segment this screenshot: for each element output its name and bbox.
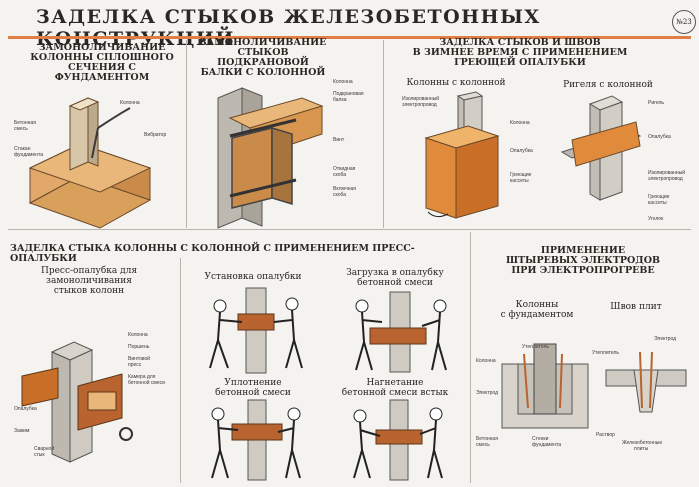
compact-concrete-scene <box>211 399 301 481</box>
heated-formwork-girder-illustration <box>560 95 642 201</box>
label: Изолированный <box>402 96 440 102</box>
label: Опалубка <box>510 148 533 154</box>
label: Колонна <box>476 358 496 364</box>
label: Зажим <box>14 428 30 434</box>
label: Колонна <box>510 120 530 126</box>
label: скоба <box>333 192 347 198</box>
label: Камера для <box>128 374 156 380</box>
label: Греющие <box>510 172 532 178</box>
label: Включная <box>333 186 356 192</box>
label: скоба <box>333 172 347 178</box>
label: Уголок <box>648 216 664 222</box>
label: Ригель <box>648 100 664 106</box>
label: Сварной <box>34 446 55 452</box>
title-underline <box>8 36 691 39</box>
label: бетонной смеси <box>128 380 165 386</box>
label: Подкрановая <box>333 91 364 97</box>
label: Железобетонные <box>622 440 663 446</box>
label: смесь <box>476 442 490 448</box>
label: фундамента <box>14 152 44 158</box>
column-foundation-illustration <box>28 97 152 229</box>
label: кассеты <box>648 200 667 206</box>
label: балка <box>333 97 347 103</box>
label: Электрод <box>476 390 499 396</box>
label: кассеты <box>510 178 529 184</box>
label: Электрод <box>654 336 677 342</box>
label: Откидная <box>333 166 356 172</box>
label: фундамента <box>532 442 562 448</box>
label: Вибратор <box>144 132 167 138</box>
label: Винтовой <box>128 356 151 362</box>
label: электропровод <box>648 176 683 182</box>
label: Утеплитель <box>522 344 549 350</box>
label: Бетонная <box>14 120 36 126</box>
inject-concrete-scene <box>353 399 443 481</box>
electrode-slab-seam-illustration <box>605 351 687 413</box>
heated-formwork-column-illustration <box>424 91 500 219</box>
divider <box>8 229 691 230</box>
label: Опалубка <box>14 406 37 412</box>
panel3-sub-left: Колонны с колонной <box>406 78 506 88</box>
label: смесь <box>14 126 28 132</box>
label: Колонна <box>333 79 353 85</box>
label: Опалубка <box>648 134 671 140</box>
label: Винт <box>333 137 345 143</box>
load-concrete-scene <box>355 291 447 373</box>
panel4-title: ЗАДЕЛКА СТЫКА КОЛОННЫ С КОЛОННОЙ С ПРИМЕ… <box>10 243 415 264</box>
divider <box>470 232 471 483</box>
label: Поршень <box>128 344 150 350</box>
poster-number: №23 <box>672 10 696 34</box>
crane-beam-illustration <box>217 87 324 229</box>
label: пресс <box>128 362 142 368</box>
label: Стенки <box>532 436 549 442</box>
label: Утеплитель <box>592 350 619 356</box>
label: электропровод <box>402 102 437 108</box>
divider <box>180 258 181 483</box>
install-formwork-scene <box>209 287 303 374</box>
label: Стакан <box>14 146 31 152</box>
press-formwork-illustration <box>21 341 133 463</box>
label: Колонна <box>128 332 148 338</box>
label: Бетонная <box>476 436 498 442</box>
label: Изолированный <box>648 170 686 176</box>
panel3-sub-right: Ригеля с колонной <box>563 80 653 90</box>
electrode-column-foundation-illustration <box>501 343 589 429</box>
label: плиты <box>634 446 649 452</box>
label: стык <box>34 452 45 458</box>
label: Греющие <box>648 194 670 200</box>
poster-title: ЗАДЕЛКА СТЫКОВ ЖЕЛЕЗОБЕТОННЫХ КОНСТРУКЦИ… <box>36 6 541 50</box>
step-install-title: Установка опалубки <box>204 272 302 282</box>
divider <box>383 40 384 228</box>
label: Раствор <box>596 432 615 438</box>
panel5-sub-right: Швов плит <box>610 302 662 312</box>
divider <box>186 40 187 228</box>
label: Колонна <box>120 100 140 106</box>
